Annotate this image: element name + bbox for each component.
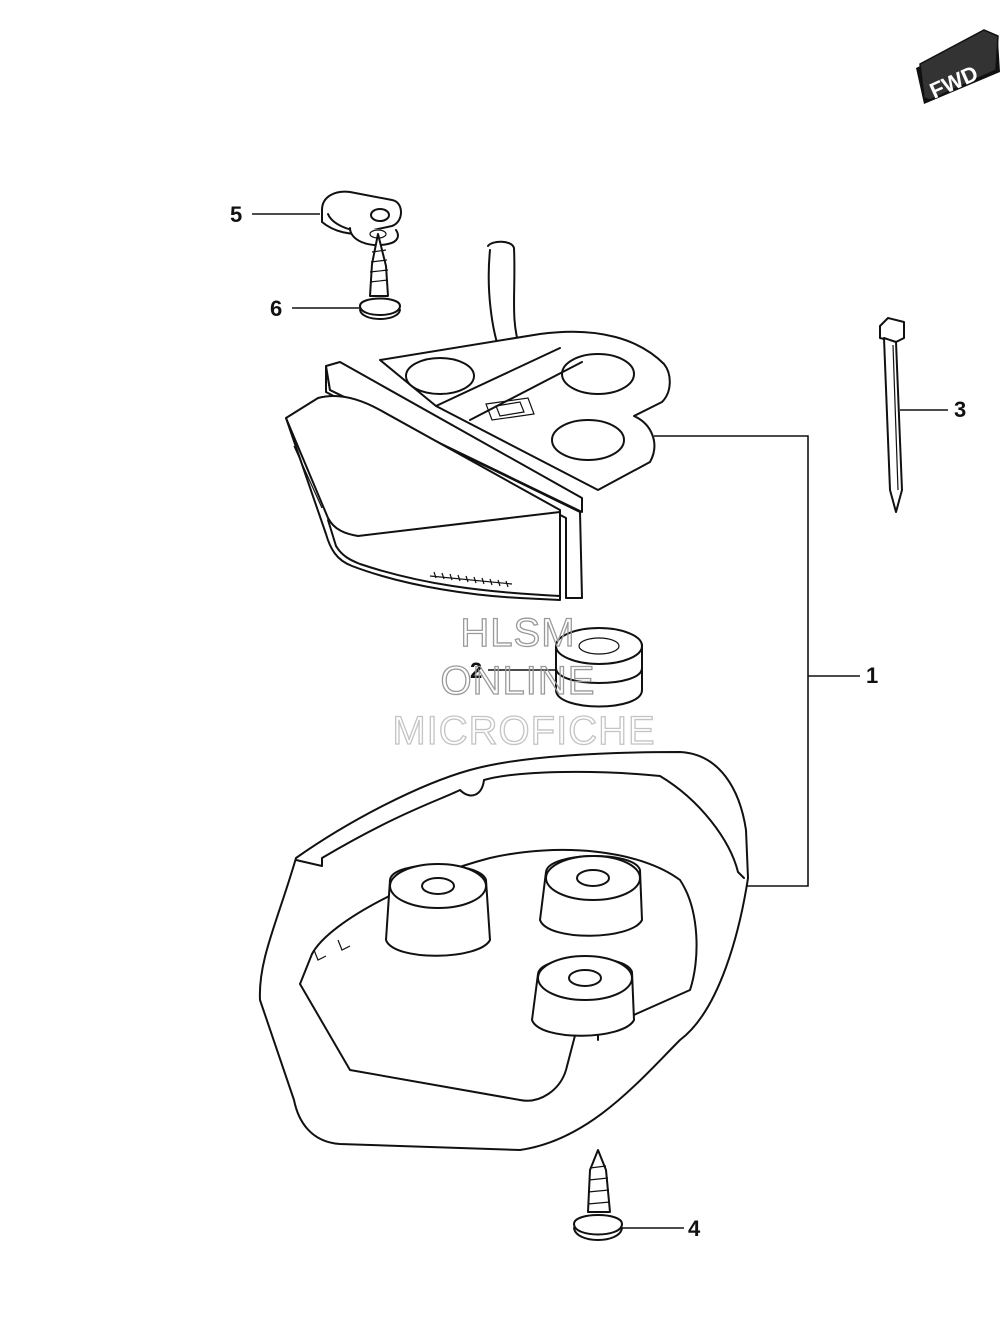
watermark-line-2: ONLINE: [441, 659, 596, 703]
watermark-line-3: MICROFICHE: [392, 709, 655, 753]
grommet-part: [555, 627, 643, 708]
callout-2: 2: [470, 658, 482, 683]
cable-tie-part: [879, 317, 905, 513]
leader-line-1: [654, 435, 860, 887]
watermark: HLSM ONLINE MICROFICHE: [392, 610, 656, 753]
tail-light-cover-part: [258, 751, 749, 1151]
callout-4: 4: [688, 1216, 701, 1241]
callout-6: 6: [270, 296, 282, 321]
callout-5: 5: [230, 202, 242, 227]
callout-1: 1: [866, 663, 878, 688]
screw-small-part: [359, 233, 401, 320]
callout-3: 3: [954, 397, 966, 422]
screw-large-part: [573, 1149, 623, 1241]
tail-light-body-part: [285, 240, 671, 601]
fwd-arrow-icon: FWD: [916, 29, 1000, 104]
clamp-part: [321, 190, 402, 246]
watermark-line-1: HLSM: [460, 611, 575, 655]
